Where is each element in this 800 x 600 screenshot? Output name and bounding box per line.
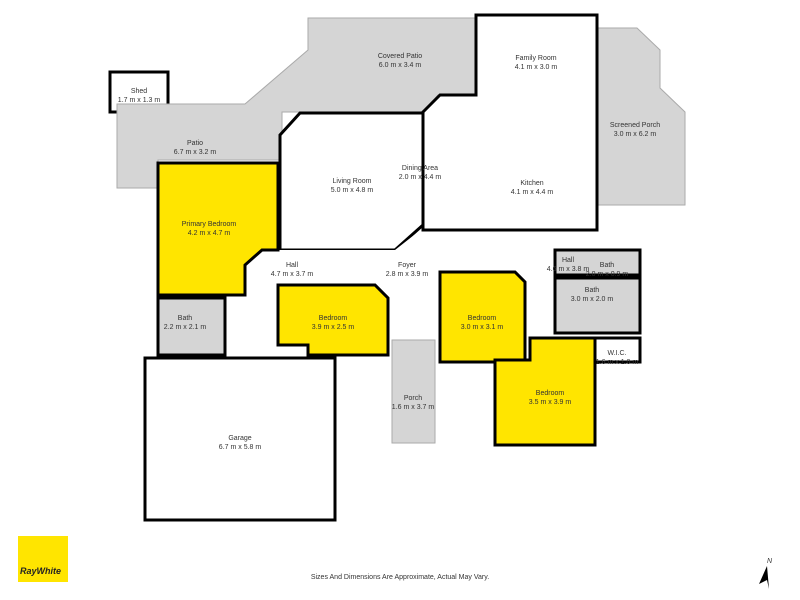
- room-dimensions: 3.9 m x 2.5 m: [312, 324, 355, 331]
- room-dimensions: 6.0 m x 3.4 m: [379, 62, 422, 69]
- room-dimensions: 6.7 m x 3.2 m: [174, 149, 217, 156]
- room-dimensions: 4.1 m x 4.4 m: [511, 189, 554, 196]
- room-label: Family Room: [515, 55, 556, 62]
- room-dimensions: 3.0 m x 2.0 m: [571, 296, 614, 303]
- room-bath: [553, 248, 642, 277]
- logo-text: RayWhite: [20, 566, 62, 576]
- room-dimensions: 3.0 m x 3.1 m: [461, 324, 504, 331]
- room-dimensions: 4.2 m x 4.7 m: [188, 230, 231, 237]
- room-label: Living Room: [333, 178, 372, 185]
- room-label: Bedroom: [536, 390, 565, 397]
- room-dimensions: 3.0 m x 6.2 m: [614, 131, 657, 138]
- room-label: Bedroom: [319, 315, 348, 322]
- room-dimensions: 2.0 m x 4.4 m: [399, 174, 442, 181]
- room-label: Bath: [585, 287, 600, 294]
- room-label: Hall: [286, 262, 299, 269]
- room-dimensions: 3.5 m x 3.9 m: [529, 399, 572, 406]
- room-label: Bath: [600, 262, 615, 269]
- room-dimensions: 6.7 m x 5.8 m: [219, 444, 262, 451]
- room-screened-porch: [596, 27, 686, 206]
- room-dimensions: 1.6 m x 3.7 m: [392, 404, 435, 411]
- wall: [421, 13, 599, 232]
- room-dimensions: 1.6 m x 1.0 m: [596, 359, 639, 366]
- room-label: Patio: [187, 140, 203, 147]
- room-label: Kitchen: [520, 180, 543, 187]
- room-dimensions: 1.7 m x 1.3 m: [118, 97, 161, 104]
- disclaimer-text: Sizes And Dimensions Are Approximate, Ac…: [310, 574, 490, 581]
- room-dimensions: 2.2 m x 2.1 m: [164, 324, 207, 331]
- room-bedroom: [438, 270, 527, 364]
- room-label: Dining Area: [402, 165, 438, 172]
- north-arrow-icon: N: [759, 558, 773, 589]
- room-label: W.I.C.: [607, 350, 626, 357]
- room-w-i-c-: [593, 336, 642, 364]
- room-dimensions: 4.6 m x 3.8 m: [547, 266, 590, 273]
- room-label: Shed: [131, 88, 147, 95]
- room-dimensions: 4.7 m x 3.7 m: [271, 271, 314, 278]
- room-label: Bath: [178, 315, 193, 322]
- room-label: Foyer: [398, 262, 417, 269]
- room-label: Bedroom: [468, 315, 497, 322]
- room-dimensions: 2.8 m x 3.9 m: [386, 271, 429, 278]
- room-bath: [553, 276, 642, 335]
- room-label: Hall: [562, 257, 575, 264]
- room-porch: [391, 339, 436, 444]
- room-label: Screened Porch: [610, 122, 660, 129]
- room-bedroom: [276, 283, 390, 357]
- room-label: Covered Patio: [378, 53, 422, 60]
- room-garage: [143, 356, 337, 522]
- room-dimensions: 5.0 m x 4.8 m: [331, 187, 374, 194]
- room-dimensions: 2.0 m x 0.9 m: [586, 271, 629, 278]
- raywhite-logo: RayWhite: [18, 536, 68, 582]
- room-label: Garage: [228, 435, 251, 442]
- room-label: Primary Bedroom: [182, 221, 237, 228]
- room-label: Porch: [404, 395, 422, 402]
- room-primary-bedroom: [156, 161, 280, 297]
- room-bath: [156, 296, 227, 357]
- north-label: N: [767, 558, 773, 565]
- room-dimensions: 4.1 m x 3.0 m: [515, 64, 558, 71]
